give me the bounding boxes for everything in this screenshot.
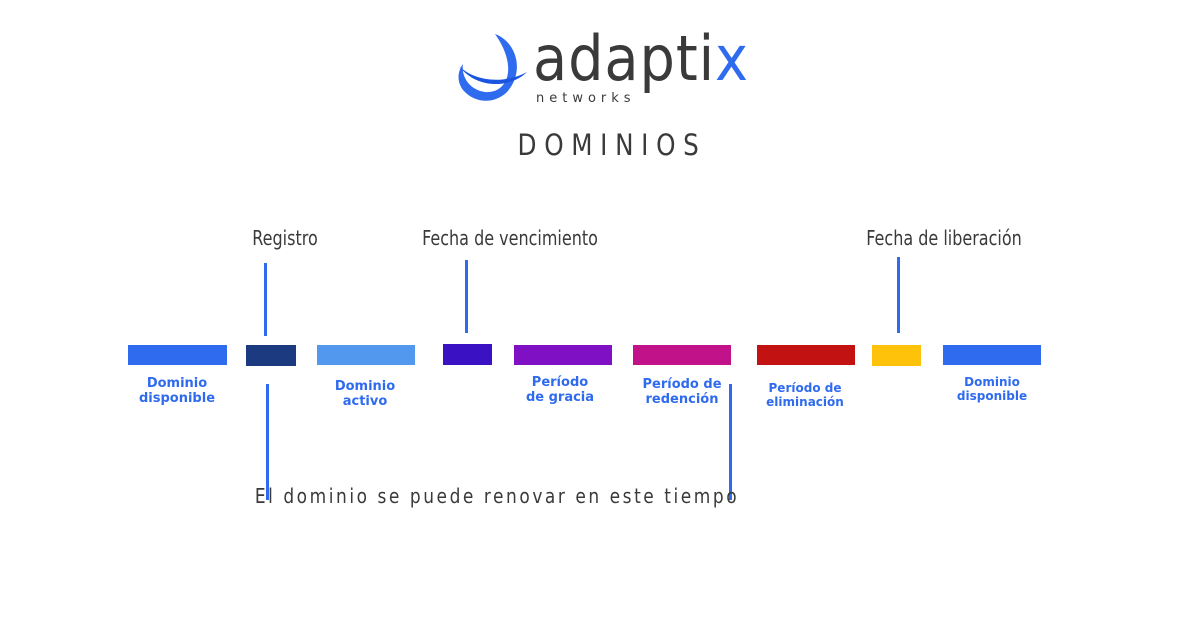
phase-label-line: activo [342,394,388,409]
logo-swoosh-icon [458,34,527,101]
vencimiento-connector [465,260,468,333]
phase-label-line: de gracia [525,390,595,405]
event-label-vencimiento: Fecha de vencimiento [422,226,598,250]
logo-word-main: adapti [533,22,716,95]
bar-periodo-redencion [633,345,731,365]
phase-label-line: Dominio [964,375,1020,389]
bar-registro [246,345,296,366]
phase-label-line: disponible [956,389,1028,403]
phase-label-line: disponible [138,391,216,406]
phase-label-line: eliminación [766,395,844,409]
bar-dominio-disponible-2 [943,345,1041,365]
bar-vencimiento [443,344,492,365]
phase-label-line: Período [531,375,589,390]
phase-label-line: redención [645,392,719,407]
bar-dominio-activo [317,345,415,365]
renewal-note: El dominio se puede renovar en este tiem… [254,484,740,508]
phase-label-line: Dominio [146,376,208,391]
bar-dominio-disponible [128,345,227,365]
logo-subtitle: networks [536,91,636,106]
bar-periodo-gracia [514,345,612,365]
event-label-registro: Registro [252,226,318,250]
phase-label-line: Dominio [334,379,396,394]
liberacion-connector [897,257,900,333]
renewal-end-line [729,384,732,500]
bar-liberacion [872,345,921,366]
renewal-start-line [266,384,269,500]
logo-wordmark: adaptix [533,28,749,90]
phase-label-line: Período de [642,377,722,392]
page-title: DOMINIOS [517,128,707,162]
registro-connector [264,263,267,336]
event-label-liberacion: Fecha de liberación [866,226,1022,250]
phase-label-line: Período de [768,381,842,395]
logo-word-accent: x [715,22,749,95]
bar-periodo-eliminacion [757,345,855,365]
